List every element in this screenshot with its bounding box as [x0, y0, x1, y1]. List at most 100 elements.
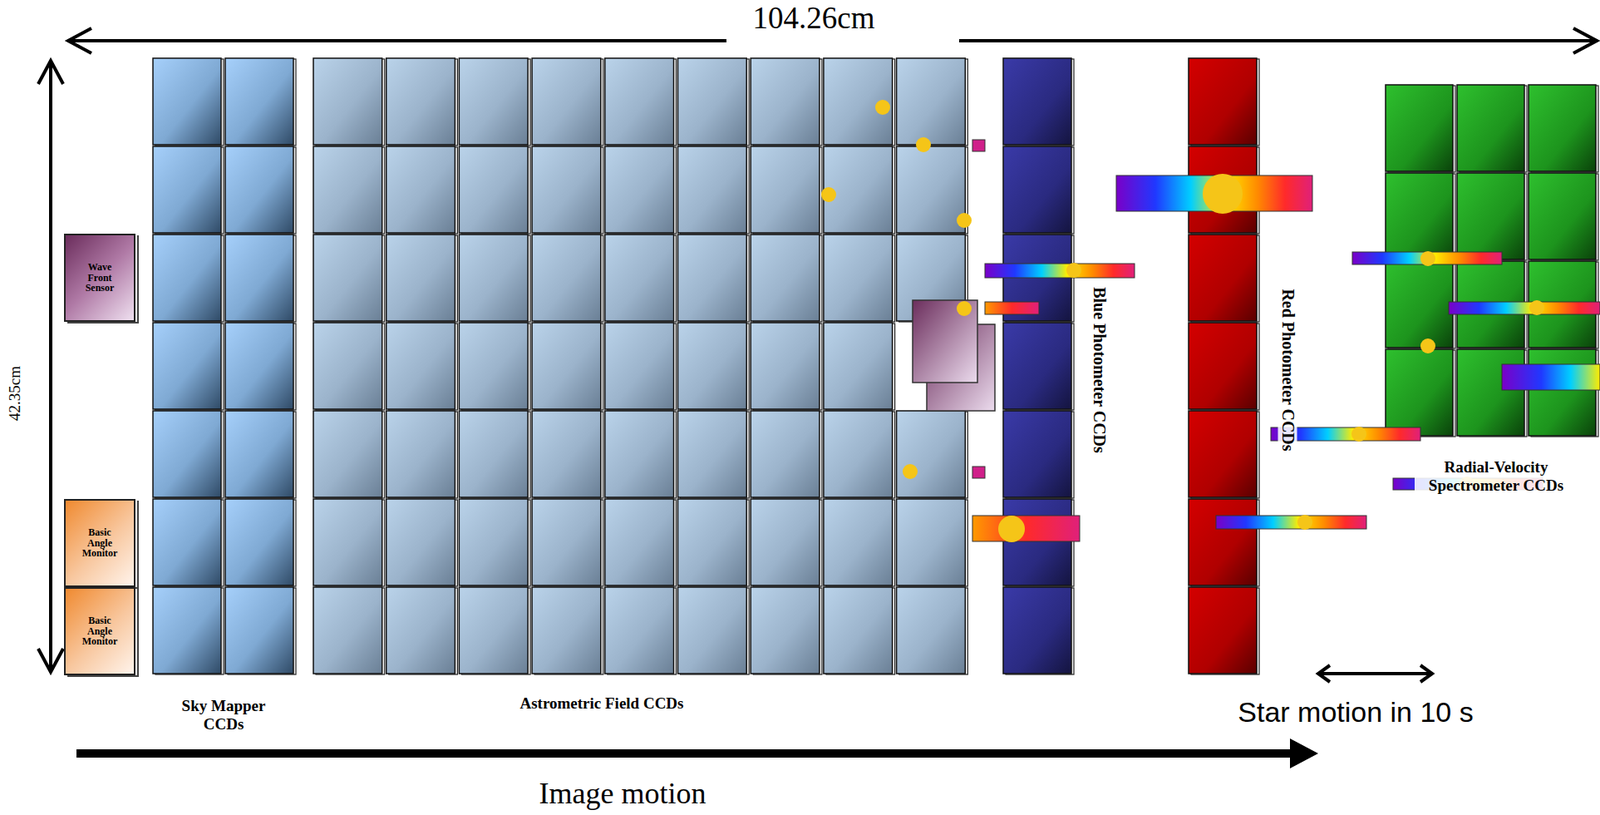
ccd-chip	[225, 146, 294, 233]
ccd-chip	[313, 498, 383, 586]
ccd-chip	[225, 234, 294, 321]
ccd-chip	[605, 234, 675, 321]
ccd-chip	[386, 410, 456, 498]
spectrum-bar	[984, 301, 1039, 315]
ccd-chip	[678, 586, 748, 674]
ccd-chip	[750, 410, 820, 498]
ccd-chip	[1188, 586, 1257, 674]
ccd-chip	[531, 58, 601, 145]
ccd-chip	[531, 498, 601, 586]
dimension-arrows	[38, 28, 1597, 682]
ccd-chip	[750, 498, 820, 586]
ccd-chip	[750, 322, 820, 409]
ccd-chip	[678, 234, 748, 321]
ccd-chip	[1385, 260, 1453, 348]
arrow-head	[68, 28, 92, 54]
star-image	[875, 99, 891, 115]
group-label: Blue Photometer CCDs	[1089, 284, 1109, 456]
magenta-marker	[972, 139, 985, 152]
dimension-label: 104.26cm	[753, 1, 876, 36]
ccd-chip	[386, 234, 456, 321]
ccd-chip	[1003, 322, 1072, 409]
sensor-box: Wave Front Sensor	[64, 233, 136, 322]
star-image	[902, 463, 918, 479]
spectrum-bar	[972, 515, 1080, 542]
ccd-chip	[225, 586, 294, 674]
height-line	[49, 60, 53, 672]
spectrum-bar	[984, 263, 1135, 278]
ccd-chip	[458, 586, 528, 674]
ccd-chip	[1457, 349, 1525, 436]
note-label: Star motion in 10 s	[1237, 696, 1473, 728]
ccd-chip	[225, 58, 294, 145]
star-image	[1202, 173, 1243, 214]
ccd-chip	[605, 410, 675, 498]
ccd-chip	[152, 586, 222, 674]
star-image	[1297, 514, 1313, 530]
image-motion-line	[76, 748, 1295, 758]
ccd-chip	[750, 58, 820, 145]
ccd-chip	[1457, 84, 1525, 172]
group-label: Red Photometer CCDs	[1278, 285, 1298, 453]
ccd-chip	[1188, 234, 1257, 321]
ccd-chip	[1188, 58, 1257, 145]
ccd-chip	[386, 586, 456, 674]
star-image	[915, 137, 931, 153]
wave-front-square	[912, 300, 978, 383]
star-image	[1066, 262, 1082, 278]
ccd-chip	[313, 58, 383, 145]
spectrum-bar	[1448, 301, 1600, 315]
ccd-chip	[823, 234, 893, 321]
ccd-array: Astrometric Field CCDs	[313, 58, 970, 675]
ccd-chip	[823, 586, 893, 674]
ccd-chip	[750, 586, 820, 674]
ccd-chip	[896, 586, 966, 674]
ccd-chip	[1528, 84, 1596, 172]
wfs-squares	[912, 300, 995, 411]
ccd-chip	[386, 58, 456, 145]
spectrum-bar	[1216, 515, 1367, 529]
ccd-chip	[605, 146, 675, 233]
ccd-chip	[1188, 498, 1257, 586]
ccd-array: Radial-Velocity Spectrometer CCDs	[1385, 84, 1600, 437]
star-image	[1420, 251, 1436, 266]
ccd-chip	[313, 586, 383, 674]
spectra	[821, 99, 1600, 542]
star-image	[956, 300, 972, 316]
ccd-chip	[678, 410, 748, 498]
ccd-chip	[1188, 410, 1257, 498]
ccd-chip	[605, 498, 675, 586]
ccd-chip	[678, 58, 748, 145]
ccd-chip	[386, 498, 456, 586]
star-image	[998, 515, 1025, 542]
ccd-chip	[458, 234, 528, 321]
ccd-chip	[152, 498, 222, 586]
ccd-chip	[750, 234, 820, 321]
ccd-chip	[152, 58, 222, 145]
group-label: Radial-Velocity Spectrometer CCDs	[1414, 457, 1578, 495]
ccd-chip	[152, 410, 222, 498]
width-line	[959, 39, 1597, 43]
arrow-head	[1573, 28, 1597, 54]
ccd-chip	[458, 146, 528, 233]
arrow-head	[38, 648, 64, 672]
ccd-chip	[313, 322, 383, 409]
ccd-chip	[605, 58, 675, 145]
ccd-chip	[531, 410, 601, 498]
star-motion-line	[1318, 671, 1433, 675]
dimension-label: 42.35cm	[6, 365, 25, 421]
ccd-chip	[1385, 172, 1453, 260]
ccd-chip	[152, 234, 222, 321]
ccd-chip	[1528, 349, 1596, 436]
ccd-array: Sky Mapper CCDs	[152, 58, 298, 675]
sensor-box: Basic Angle Monitor	[64, 586, 136, 675]
ccd-chip	[896, 498, 966, 586]
ccd-chip	[896, 58, 966, 145]
sensor-box: Basic Angle Monitor	[64, 498, 136, 587]
ccd-chip	[1003, 58, 1072, 145]
ccd-array: Red Photometer CCDs	[1188, 58, 1261, 675]
star-image	[821, 187, 837, 202]
group-label: Sky Mapper CCDs	[161, 696, 286, 734]
ccd-chip	[823, 410, 893, 498]
